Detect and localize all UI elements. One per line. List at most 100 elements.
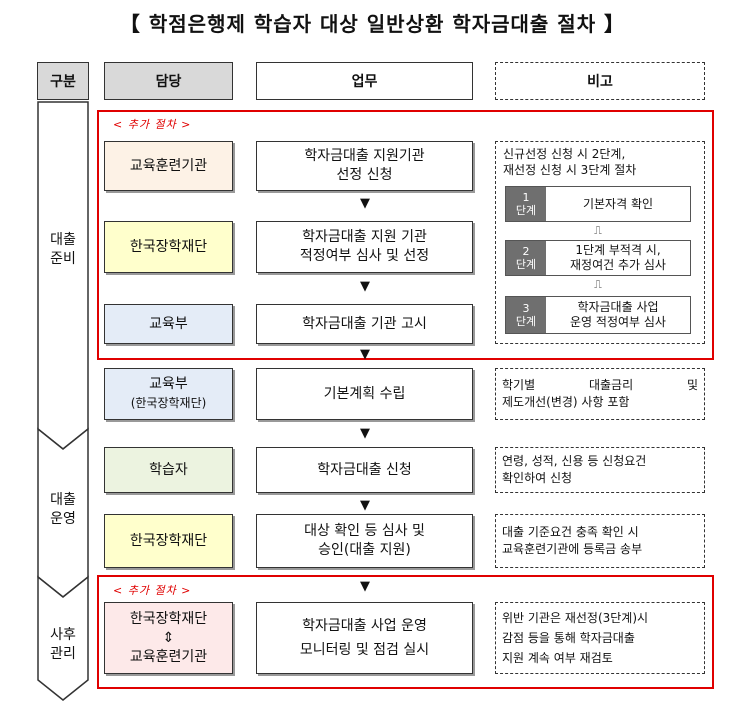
note-content: 대출 기준요건 충족 확인 시 교육훈련기관에 등록금 송부 <box>502 524 642 558</box>
note-box: 연령, 성적, 신용 등 신청요건 확인하여 신청 <box>495 447 705 493</box>
page-title: 【 학점은행제 학습자 대상 일반상환 학자금대출 절차 】 <box>119 12 626 36</box>
prep-step-3: 3 단계 학자금대출 사업 운영 적정여부 심사 <box>505 296 691 334</box>
note-line: 학기별 대출금리 및 <box>502 378 698 392</box>
task-box: 학자금대출 지원 기관 적정여부 심사 및 선정 <box>256 221 473 273</box>
step-number-unit: 단계 <box>515 204 537 217</box>
note-line: 대출 기준요건 충족 확인 시 <box>502 525 639 539</box>
stage-label-prep: 대출 준비 <box>37 220 89 280</box>
task-line: 기본계획 수립 <box>323 385 406 402</box>
task-line: 대상 확인 등 심사 및 <box>304 523 425 539</box>
task-line: 학자금대출 지원 기관 <box>302 229 427 245</box>
note-content: 연령, 성적, 신용 등 신청요건 확인하여 신청 <box>502 453 646 487</box>
task-line: 선정 신청 <box>336 167 393 183</box>
step-text-line: 운영 적정여부 심사 <box>570 315 666 329</box>
owner-box: 한국장학재단 <box>104 514 233 568</box>
stage-label-operate: 대출 운영 <box>37 480 89 540</box>
note-box: 위반 기관은 재선정(3단계)시 감점 등을 통해 학자금대출 지원 계속 여부… <box>495 602 705 674</box>
note-line: 감점 등을 통해 학자금대출 <box>502 631 635 645</box>
added-procedure-box-2 <box>97 575 714 689</box>
step-text-line: 기본자격 확인 <box>582 196 654 211</box>
owner-label: 교육훈련기관 <box>129 648 208 665</box>
task-line: 학자금대출 신청 <box>317 461 412 478</box>
step-text: 기본자격 확인 <box>546 187 690 221</box>
note-line: 교육훈련기관에 등록금 송부 <box>502 542 643 556</box>
step-text: 학자금대출 사업 운영 적정여부 심사 <box>546 297 690 333</box>
note-box: 학기별 대출금리 및 제도개선(변경) 사항 포함 <box>495 368 705 420</box>
step-number: 1 단계 <box>506 187 546 221</box>
step-text: 1단계 부적격 시, 재정여건 추가 심사 <box>546 241 690 275</box>
step-number-value: 1 <box>522 191 530 204</box>
flow-arrow: ▼ <box>360 426 370 441</box>
step-number-value: 3 <box>522 302 530 315</box>
step-number: 3 단계 <box>506 297 546 333</box>
task-box: 학자금대출 사업 운영 모니터링 및 점검 실시 <box>256 602 473 674</box>
task-box: 학자금대출 신청 <box>256 447 473 493</box>
step-connector-icon: ⎍ <box>594 224 602 237</box>
prep-note-intro-line: 신규선정 신청 시 2단계, <box>503 147 626 161</box>
step-number-value: 2 <box>522 245 530 258</box>
stage-label-post: 사후 관리 <box>37 615 89 675</box>
task-box: 기본계획 수립 <box>256 368 473 420</box>
flow-arrow: ▼ <box>360 498 370 513</box>
flow-arrow: ▼ <box>360 347 370 362</box>
owner-label: 교육부 <box>149 315 188 332</box>
stage-label-line: 사후 <box>50 627 76 643</box>
flow-arrow: ▼ <box>360 279 370 294</box>
note-content: 학기별 대출금리 및 제도개선(변경) 사항 포함 <box>502 377 698 411</box>
added-procedure-label: < 추가 절차 > <box>113 584 192 597</box>
header-category: 구분 <box>37 62 89 100</box>
owner-label: 교육부 <box>149 376 188 392</box>
stage-label-line: 대출 <box>50 492 76 508</box>
owner-label: 교육훈련기관 <box>129 157 208 174</box>
note-line: 지원 계속 여부 재검토 <box>502 651 613 665</box>
stage-label-line: 운영 <box>50 511 76 527</box>
added-procedure-box-1 <box>97 110 714 360</box>
prep-step-2: 2 단계 1단계 부적격 시, 재정여건 추가 심사 <box>505 240 691 276</box>
updown-arrow-icon: ⇕ <box>162 629 175 646</box>
task-box: 학자금대출 지원기관 선정 신청 <box>256 141 473 191</box>
owner-label: 한국장학재단 <box>129 532 208 549</box>
task-line: 모니터링 및 점검 실시 <box>299 642 430 658</box>
owner-box: 교육부 (한국장학재단) <box>104 368 233 420</box>
step-number-unit: 단계 <box>515 315 537 328</box>
stage-chevron-post <box>37 575 89 701</box>
step-number: 2 단계 <box>506 241 546 275</box>
task-line: 승인(대출 지원) <box>318 542 411 558</box>
prep-note-intro-line: 재선정 신청 시 3단계 절차 <box>503 163 637 177</box>
header-note: 비고 <box>495 62 705 100</box>
stage-column <box>37 101 89 701</box>
step-number-unit: 단계 <box>515 258 537 271</box>
owner-box: 학습자 <box>104 447 233 493</box>
header-owner: 담당 <box>104 62 233 100</box>
owner-label: 한국장학재단 <box>129 238 208 255</box>
task-box: 대상 확인 등 심사 및 승인(대출 지원) <box>256 514 473 568</box>
note-line: 연령, 성적, 신용 등 신청요건 <box>502 454 647 468</box>
step-connector-icon: ⎍ <box>594 278 602 291</box>
header-task: 업무 <box>256 62 473 100</box>
owner-label: 학습자 <box>149 461 188 478</box>
step-text-line: 재정여건 추가 심사 <box>570 258 666 272</box>
note-line: 제도개선(변경) 사항 포함 <box>502 395 630 409</box>
task-line: 적정여부 심사 및 선정 <box>299 248 430 264</box>
note-line: 위반 기관은 재선정(3단계)시 <box>502 611 649 625</box>
step-text-line: 1단계 부적격 시, <box>575 243 661 257</box>
owner-sublabel: (한국장학재단) <box>130 396 207 410</box>
stage-label-line: 대출 <box>50 232 76 248</box>
note-box: 대출 기준요건 충족 확인 시 교육훈련기관에 등록금 송부 <box>495 514 705 568</box>
task-line: 학자금대출 사업 운영 <box>302 618 427 634</box>
owner-box: 교육훈련기관 <box>104 141 233 191</box>
flow-arrow: ▼ <box>360 196 370 211</box>
flow-arrow: ▼ <box>360 579 370 594</box>
task-box: 학자금대출 기관 고시 <box>256 304 473 344</box>
prep-step-1: 1 단계 기본자격 확인 <box>505 186 691 222</box>
owner-box: 한국장학재단 ⇕ 교육훈련기관 <box>104 602 233 674</box>
owner-label: 한국장학재단 <box>129 610 208 627</box>
task-line: 학자금대출 기관 고시 <box>302 315 427 332</box>
owner-box: 교육부 <box>104 304 233 344</box>
task-line: 학자금대출 지원기관 <box>304 148 425 164</box>
step-text-line: 학자금대출 사업 <box>577 300 659 314</box>
added-procedure-label: < 추가 절차 > <box>113 118 192 131</box>
note-content: 위반 기관은 재선정(3단계)시 감점 등을 통해 학자금대출 지원 계속 여부… <box>502 608 648 668</box>
note-line: 확인하여 신청 <box>502 471 573 485</box>
stage-label-line: 준비 <box>50 251 76 267</box>
